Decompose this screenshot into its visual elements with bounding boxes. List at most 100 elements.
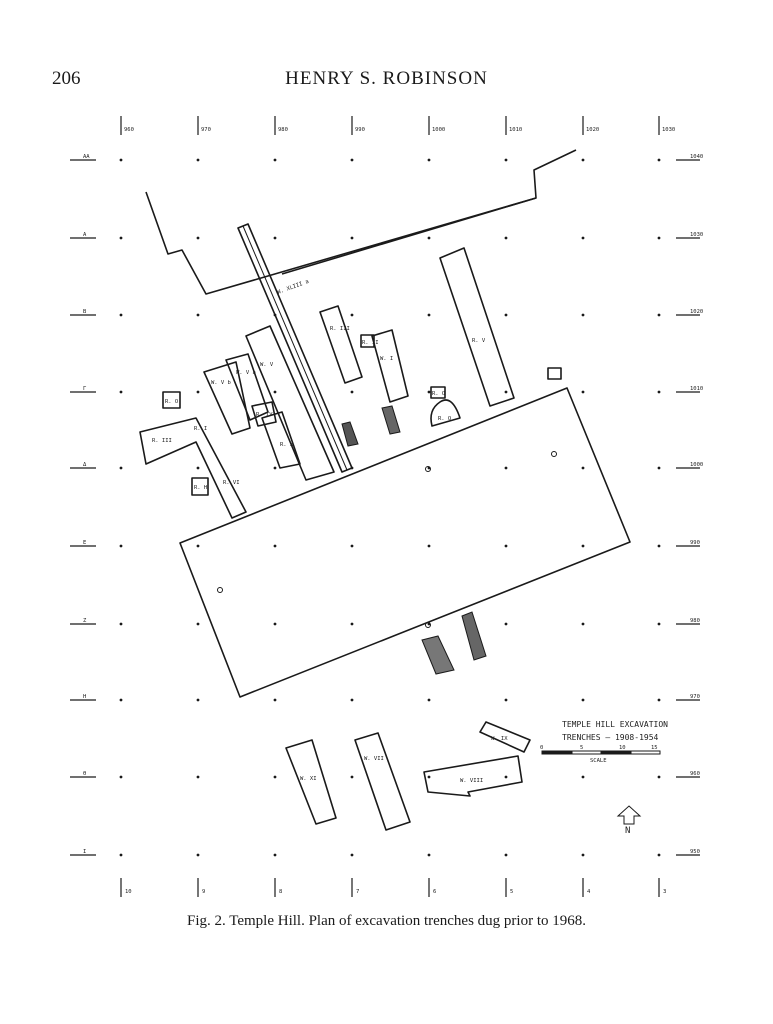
bottom-grid-label: 7 <box>356 889 359 895</box>
trench-w-v <box>245 325 335 481</box>
grid-point <box>504 622 508 626</box>
label-w-ix: W. IX <box>491 736 508 742</box>
grid-point <box>504 775 508 779</box>
grid-point <box>196 158 200 162</box>
grid-point <box>504 466 508 470</box>
scale-tick-10: 10 <box>619 745 626 751</box>
trench-w-xliii-a <box>237 223 353 473</box>
top-grid-label: 1000 <box>432 127 445 133</box>
trench-w-v-b <box>203 361 251 435</box>
label-r-v: R. V <box>472 338 486 344</box>
trench-w-vii <box>354 732 411 831</box>
grid-point <box>119 466 123 470</box>
scale-tick-15: 15 <box>651 745 658 751</box>
grid-point <box>119 158 123 162</box>
bottom-grid-label: 8 <box>279 889 282 895</box>
grid-point <box>581 622 585 626</box>
grid-point <box>657 622 661 626</box>
trench-w-viii <box>423 755 523 797</box>
north-arrow-icon <box>616 805 642 825</box>
marker-circle-4 <box>425 622 431 628</box>
grid-point <box>119 775 123 779</box>
grid-point <box>581 236 585 240</box>
trench-r-o-1 <box>162 391 181 409</box>
label-r-q: R. Q <box>438 416 451 422</box>
marker-circle-3 <box>217 587 223 593</box>
grid-point <box>196 698 200 702</box>
scale-label: SCALE <box>590 758 607 764</box>
trench-r-i <box>261 411 301 469</box>
trench-r-o-2 <box>430 386 446 399</box>
grid-point <box>581 544 585 548</box>
temple-wall-outline <box>145 149 577 295</box>
grid-point <box>350 853 354 857</box>
grid-point <box>273 466 277 470</box>
label-r-o-2: R. O <box>432 391 445 397</box>
grid-point <box>273 775 277 779</box>
left-grid-label: AA <box>83 154 90 160</box>
bottom-grid-label: 9 <box>202 889 205 895</box>
trench-r-h <box>191 477 209 496</box>
label-r-iii-b: R. III <box>152 438 172 444</box>
label-w-vii: W. VII <box>364 756 384 762</box>
bottom-grid-label: 10 <box>125 889 132 895</box>
grid-point <box>196 313 200 317</box>
grid-point <box>657 236 661 240</box>
grid-point <box>119 622 123 626</box>
grid-point <box>119 390 123 394</box>
label-r-iii: R. III <box>330 326 350 332</box>
grid-point <box>581 390 585 394</box>
grid-point <box>427 313 431 317</box>
grid-point <box>581 313 585 317</box>
grid-point <box>657 466 661 470</box>
grid-point <box>119 236 123 240</box>
grid-point <box>427 390 431 394</box>
grid-point <box>119 698 123 702</box>
right-grid-label: 1000 <box>690 462 703 468</box>
grid-point <box>119 313 123 317</box>
grid-point <box>350 544 354 548</box>
left-grid-label: H <box>83 694 86 700</box>
label-r-o-1: R. O <box>165 399 178 405</box>
label-w-i: W. I <box>380 356 393 362</box>
right-grid-label: 1010 <box>690 386 703 392</box>
right-grid-label: 1030 <box>690 232 703 238</box>
trench-r-v <box>439 247 515 407</box>
top-grid-label: 960 <box>124 127 134 133</box>
bottom-grid-label: 4 <box>587 889 591 895</box>
top-grid-label: 1020 <box>586 127 599 133</box>
grid-point <box>504 313 508 317</box>
grid-point <box>427 698 431 702</box>
label-r-x: R. X <box>280 442 294 448</box>
grid-point <box>196 236 200 240</box>
left-grid-label: Γ <box>83 386 87 392</box>
trench-r-iii-b <box>139 417 247 519</box>
grid-point <box>657 698 661 702</box>
circle-markers <box>217 451 557 628</box>
trench-w-xi <box>285 739 337 825</box>
right-grid-label: 950 <box>690 849 700 855</box>
right-grid-label: 960 <box>690 771 700 777</box>
running-head: HENRY S. ROBINSON <box>285 68 488 89</box>
top-grid-label: 970 <box>201 127 211 133</box>
figure-caption: Fig. 2. Temple Hill. Plan of excavation … <box>186 913 587 929</box>
left-grid-label: Δ <box>83 462 87 468</box>
grid-point <box>273 544 277 548</box>
hatched-block-1 <box>341 421 359 447</box>
grid-point <box>427 236 431 240</box>
top-grid-label: 1030 <box>662 127 675 133</box>
scale-tick-0: 0 <box>540 745 543 751</box>
trench-w-xliii-a-inner <box>242 225 348 471</box>
grid-point <box>427 853 431 857</box>
trench-outlines <box>139 149 631 831</box>
grid-point <box>504 236 508 240</box>
grid-point <box>119 544 123 548</box>
page-number: 206 <box>52 68 81 89</box>
legend-subtitle: TRENCHES — 1908-1954 <box>562 733 659 742</box>
left-grid-label: B <box>83 309 87 315</box>
grid-point <box>581 466 585 470</box>
top-grid-label: 1010 <box>509 127 522 133</box>
right-grid-label: 970 <box>690 694 700 700</box>
north-label: N <box>625 826 630 836</box>
